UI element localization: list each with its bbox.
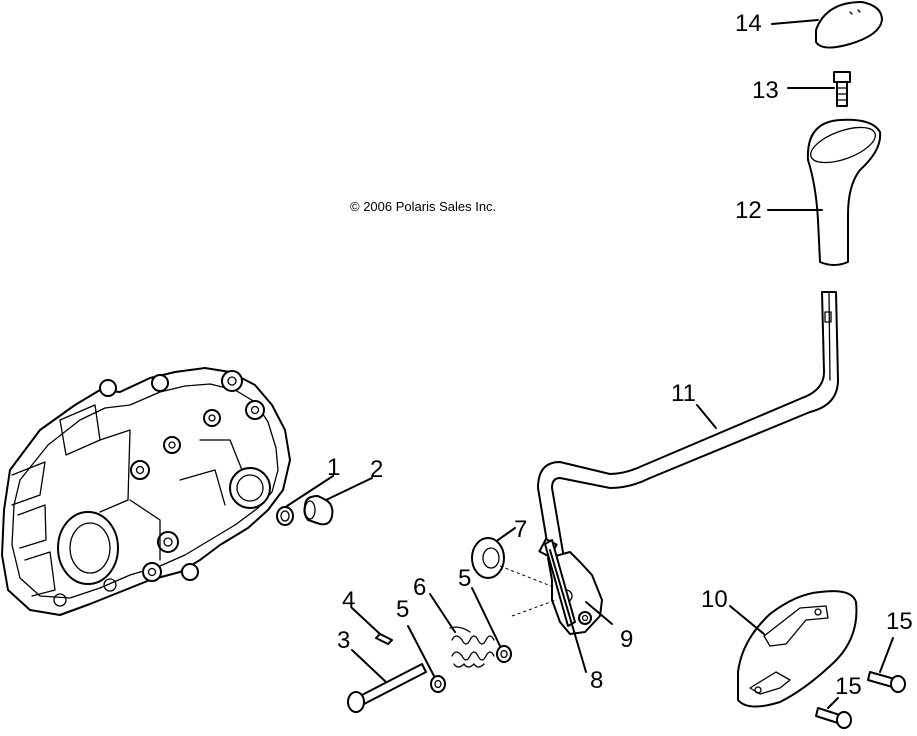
callout-13: 13 — [752, 77, 779, 104]
transmission-case — [1, 367, 291, 616]
callout-6: 6 — [413, 574, 427, 601]
callout-8: 8 — [590, 667, 604, 694]
screw-part-15-upper — [867, 671, 906, 693]
screw-part-15-lower — [815, 707, 852, 729]
callout-5-upper: 5 — [458, 565, 472, 592]
callout-7: 7 — [514, 516, 528, 543]
callout-3: 3 — [337, 627, 351, 654]
screw-part-13 — [833, 71, 851, 107]
callout-14: 14 — [735, 10, 762, 37]
washer-part-5-upper — [496, 645, 512, 663]
shift-knob-part-12 — [806, 118, 882, 266]
callout-15-upper: 15 — [886, 608, 913, 635]
shift-lever-part-11 — [537, 291, 839, 573]
callout-9: 9 — [620, 626, 634, 653]
cover-plate-part-10 — [737, 590, 858, 708]
callout-12: 12 — [735, 197, 762, 224]
spring-part-6 — [449, 626, 495, 668]
callout-11: 11 — [671, 380, 696, 407]
plug-part-2 — [303, 495, 334, 526]
callout-4: 4 — [342, 587, 356, 614]
callout-10: 10 — [701, 586, 728, 613]
clevis-pin-part-3 — [347, 663, 427, 713]
callout-1: 1 — [327, 454, 341, 481]
callout-15-lower: 15 — [835, 673, 862, 700]
washer-part-5-lower — [430, 675, 446, 693]
copyright-notice: © 2006 Polaris Sales Inc. — [350, 199, 497, 214]
bushing-part-7 — [471, 537, 505, 579]
o-ring-part-1 — [276, 506, 294, 526]
knob-cap-part-14 — [815, 1, 883, 49]
callout-2: 2 — [370, 456, 384, 483]
callout-5-lower: 5 — [396, 596, 410, 623]
pin-part-4 — [375, 633, 393, 645]
